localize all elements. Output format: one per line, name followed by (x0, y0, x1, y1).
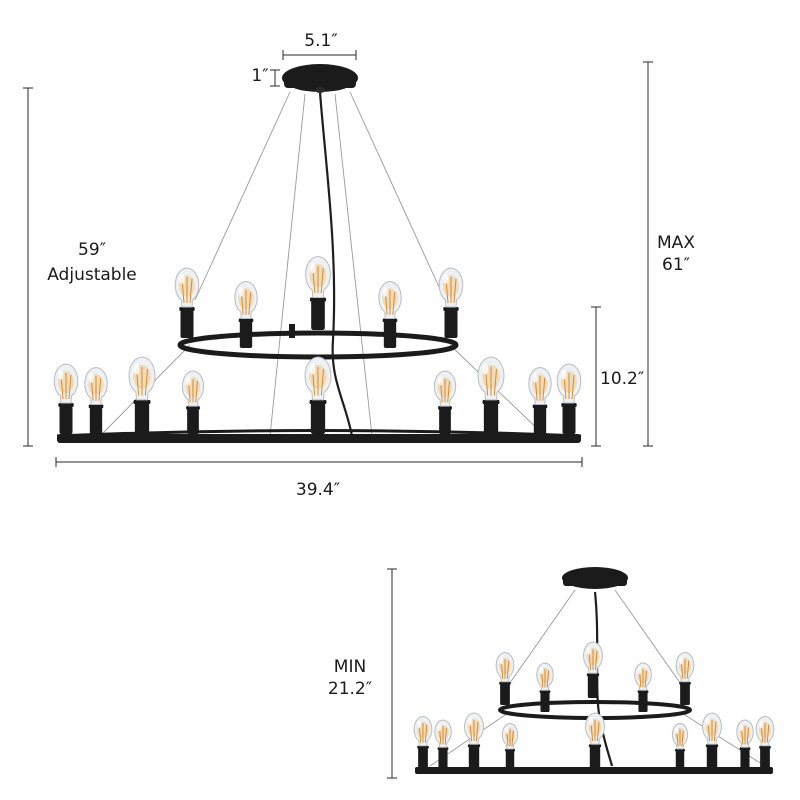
lower-bulb (755, 715, 775, 769)
upper-bulb (634, 662, 652, 712)
upper-bulb (438, 267, 464, 338)
min-height-label: MIN 21.2″ (327, 657, 373, 699)
lower-bulb (53, 363, 79, 434)
lower-bulb (433, 370, 457, 434)
lower-bulb (181, 370, 205, 434)
tier-height-label: 10.2″ (600, 369, 645, 389)
upper-bulb (174, 267, 200, 338)
lower-bulb (671, 722, 689, 769)
upper-bulb (536, 662, 554, 712)
upper-bulb (234, 280, 258, 348)
tier-height-line (591, 306, 601, 447)
lower-bulb (702, 712, 722, 769)
upper-bulb (675, 651, 695, 705)
lower-ring (57, 434, 581, 443)
upper-ring (177, 330, 459, 360)
chandelier-extended (53, 64, 582, 443)
diameter-line (55, 457, 583, 467)
canopy-height-label: 1″ (251, 66, 269, 86)
upper-bulb (378, 280, 402, 348)
max-height-label: MAX 61″ (657, 233, 695, 275)
lower-bulb (413, 715, 433, 769)
lower-bulb (736, 719, 754, 769)
chandelier-collapsed (413, 567, 775, 774)
lower-bulb (477, 356, 505, 434)
canopy-width-label: 5.1″ (304, 31, 338, 51)
lower-bulb (128, 356, 156, 434)
lower-bulb (528, 366, 552, 434)
min-height-line (387, 568, 397, 779)
dimension-lines (23, 50, 653, 779)
lower-bulb (434, 719, 452, 769)
diameter-label: 39.4″ (295, 480, 341, 500)
lower-bulb (585, 712, 605, 769)
canopy-height-line (270, 69, 280, 87)
lower-bulb (501, 722, 519, 769)
overall-height-label: 59″ Adjustable (47, 240, 137, 285)
canopy-width-line (282, 50, 357, 60)
lower-bulb (304, 356, 332, 434)
upper-bulb (305, 255, 331, 330)
upper-bulb (583, 641, 603, 698)
lower-bulb (556, 363, 582, 434)
upper-bulb (495, 651, 515, 705)
overall-height-line (23, 87, 33, 447)
lower-bulb (84, 366, 108, 434)
lower-bulb (464, 712, 484, 769)
max-height-line (643, 61, 653, 447)
